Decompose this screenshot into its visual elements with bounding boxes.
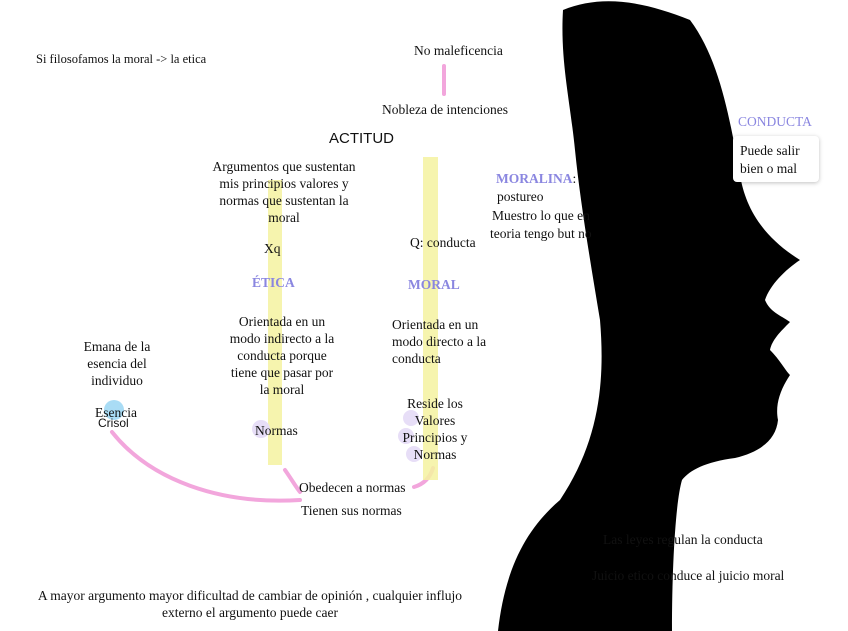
emana-line: Emana de la (72, 338, 162, 355)
moral-orientada-line: Orientada en un (392, 316, 486, 333)
pink-connector-vertical (442, 64, 446, 96)
conducta-card-line: Puede salir (740, 142, 800, 159)
bottom-note: A mayor argumento mayor dificultad de ca… (14, 587, 486, 621)
juicio-text: Juicio etico conduce al juicio moral (592, 567, 784, 584)
etica-orientada-line: modo indirecto a la (212, 330, 352, 347)
argumentos-text: Argumentos que sustentan mis principios … (198, 158, 370, 226)
obedecen-text: Obedecen a normas (299, 479, 405, 496)
moral-label: MORAL (408, 276, 460, 293)
conducta-label: CONDUCTA (738, 113, 812, 130)
reside-line: Reside los (392, 395, 478, 412)
etica-orientada-line: tiene que pasar por (212, 364, 352, 381)
argumentos-line: normas que sustentan la (198, 192, 370, 209)
moralina-heading: MORALINA: (496, 170, 576, 187)
etica-orientada-text: Orientada en un modo indirecto a la cond… (212, 313, 352, 398)
emana-line: esencia del (72, 355, 162, 372)
emana-text: Emana de la esencia del individuo (72, 338, 162, 389)
argumentos-line: Argumentos que sustentan (198, 158, 370, 175)
moral-orientada-line: conducta (392, 350, 486, 367)
normas-label: Normas (255, 422, 298, 439)
pink-curve-normas (285, 470, 300, 492)
argumentos-line: moral (198, 209, 370, 226)
moral-orientada-text: Orientada en un modo directo a la conduc… (392, 316, 486, 367)
conducta-card: Puede salir bien o mal (733, 136, 819, 182)
reside-line: Valores (392, 412, 478, 429)
moralina-label: MORALINA (496, 171, 573, 186)
etica-orientada-line: la moral (212, 381, 352, 398)
bottom-note-line: externo el argumento puede caer (14, 604, 486, 621)
emana-line: individuo (72, 372, 162, 389)
moralina-muestro: Muestro lo que en (492, 207, 590, 224)
crisol-label: Crisol (98, 415, 129, 432)
etica-orientada-line: conducta porque (212, 347, 352, 364)
moralina-colon: : (573, 171, 577, 186)
q-conducta: Q: conducta (410, 234, 476, 251)
no-maleficencia: No maleficencia (414, 42, 503, 59)
etica-label: ÉTICA (252, 274, 295, 291)
etica-orientada-line: Orientada en un (212, 313, 352, 330)
moral-orientada-line: modo directo a la (392, 333, 486, 350)
moralina-teoria: teoria tengo but no (490, 225, 592, 242)
argumentos-line: mis principios valores y (198, 175, 370, 192)
bottom-note-line: A mayor argumento mayor dificultad de ca… (14, 587, 486, 604)
reside-line: Principios y (392, 429, 478, 446)
xq-label: Xq (264, 240, 281, 257)
moralina-postureo: postureo (497, 188, 544, 205)
reside-text: Reside los Valores Principios y Normas (392, 395, 478, 463)
tienen-text: Tienen sus normas (301, 502, 402, 519)
leyes-text: Las leyes regulan la conducta (603, 531, 763, 548)
top-left-note: Si filosofamos la moral -> la etica (36, 51, 206, 68)
actitud-heading: ACTITUD (329, 130, 394, 147)
nobleza-intenciones: Nobleza de intenciones (382, 101, 508, 118)
conducta-card-line: bien o mal (740, 160, 797, 177)
reside-line: Normas (392, 446, 478, 463)
